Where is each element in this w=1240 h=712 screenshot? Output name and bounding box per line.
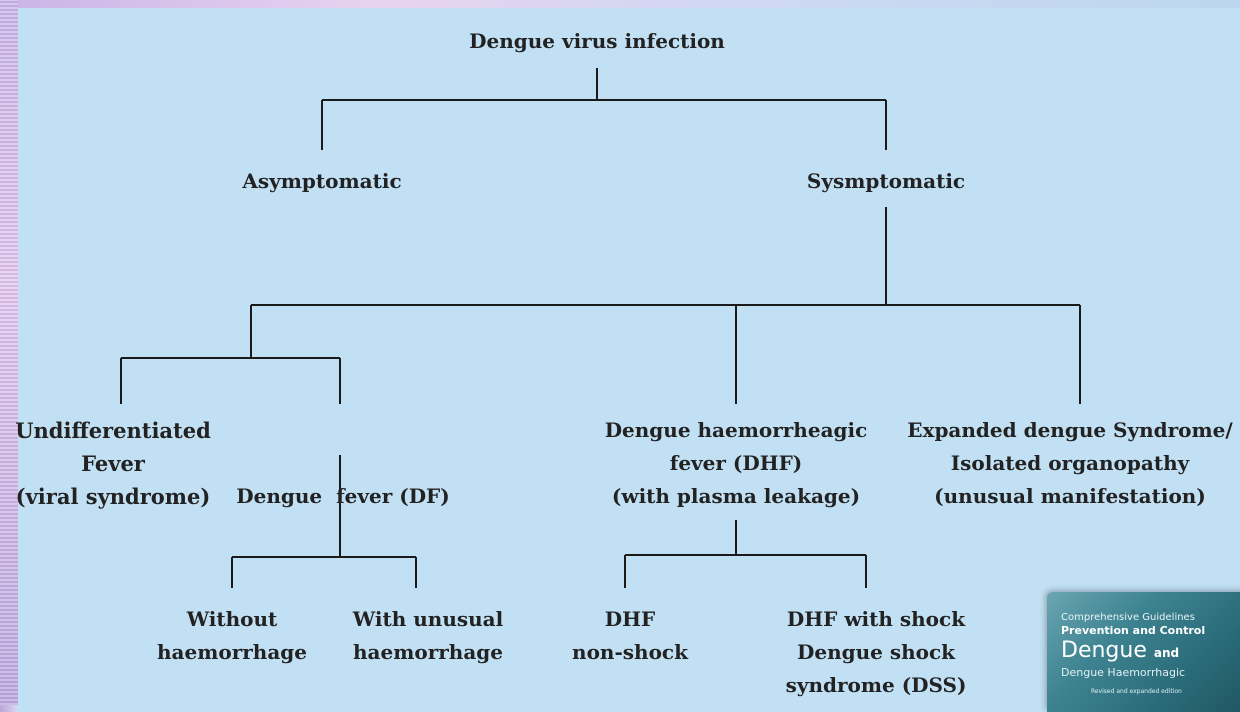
node-label-line: (viral syndrome) xyxy=(15,484,211,509)
node-label: Dengue fever (DF) xyxy=(236,484,450,508)
node-label-line: non-shock xyxy=(572,640,688,664)
node-label-line: Isolated organopathy xyxy=(950,451,1190,475)
node-label-line: syndrome (DSS) xyxy=(785,673,967,697)
diagram-canvas xyxy=(18,8,1240,705)
book-title-line: Dengue Haemorrhagic xyxy=(1061,666,1186,679)
decorative-left-frame xyxy=(0,0,18,705)
node-dhf-with-shock: DHF with shock Dengue shock syndrome (DS… xyxy=(756,603,996,702)
node-label-line: Fever xyxy=(81,451,145,476)
node-dengue-haemorrhagic-fever: Dengue haemorrheagic fever (DHF) (with p… xyxy=(566,414,906,513)
node-label: Sysmptomatic xyxy=(806,169,966,193)
node-label: Asymptomatic xyxy=(242,169,402,193)
node-dengue-virus-infection: Dengue virus infection xyxy=(447,25,747,58)
node-label-line: DHF xyxy=(604,607,656,631)
node-label-line: (with plasma leakage) xyxy=(611,484,861,508)
node-label: Dengue virus infection xyxy=(469,29,725,53)
book-title-word: Dengue xyxy=(1061,638,1147,663)
node-label-line: Undifferentiated xyxy=(15,418,211,443)
node-label-line: fever (DHF) xyxy=(669,451,803,475)
book-edition: Revised and expanded edition xyxy=(1091,688,1182,695)
book-subtitle: Comprehensive Guidelines xyxy=(1061,612,1195,623)
node-symptomatic: Sysmptomatic xyxy=(786,165,986,198)
book-title-and: and xyxy=(1153,646,1180,660)
book-subtitle-2: Prevention and Control xyxy=(1061,624,1206,637)
node-label-line: Dengue shock xyxy=(797,640,955,664)
node-undifferentiated-fever: Undifferentiated Fever (viral syndrome) xyxy=(0,414,226,513)
node-label-line: haemorrhage xyxy=(156,640,307,664)
node-label-line: haemorrhage xyxy=(352,640,503,664)
node-label-line: Dengue haemorrheagic xyxy=(604,418,868,442)
guidelines-book-cover-image: Comprehensive Guidelines Prevention and … xyxy=(1047,592,1240,712)
node-dengue-fever: Dengue fever (DF) xyxy=(230,414,456,546)
node-without-haemorrhage: Without haemorrhage xyxy=(122,603,342,669)
node-dhf-non-shock: DHF non-shock xyxy=(555,603,705,669)
node-label-line: Expanded dengue Syndrome/ xyxy=(907,418,1233,442)
node-expanded-dengue-syndrome: Expanded dengue Syndrome/ Isolated organ… xyxy=(900,414,1240,513)
node-label-line: DHF with shock xyxy=(786,607,966,631)
node-label-line: Without xyxy=(186,607,278,631)
node-label-line: With unusual xyxy=(352,607,504,631)
decorative-top-frame xyxy=(0,0,1240,8)
book-title: Dengue and xyxy=(1061,638,1179,663)
node-label-line: (unusual manifestation) xyxy=(934,484,1206,508)
node-with-unusual-haemorrhage: With unusual haemorrhage xyxy=(318,603,538,669)
node-asymptomatic: Asymptomatic xyxy=(202,165,442,198)
